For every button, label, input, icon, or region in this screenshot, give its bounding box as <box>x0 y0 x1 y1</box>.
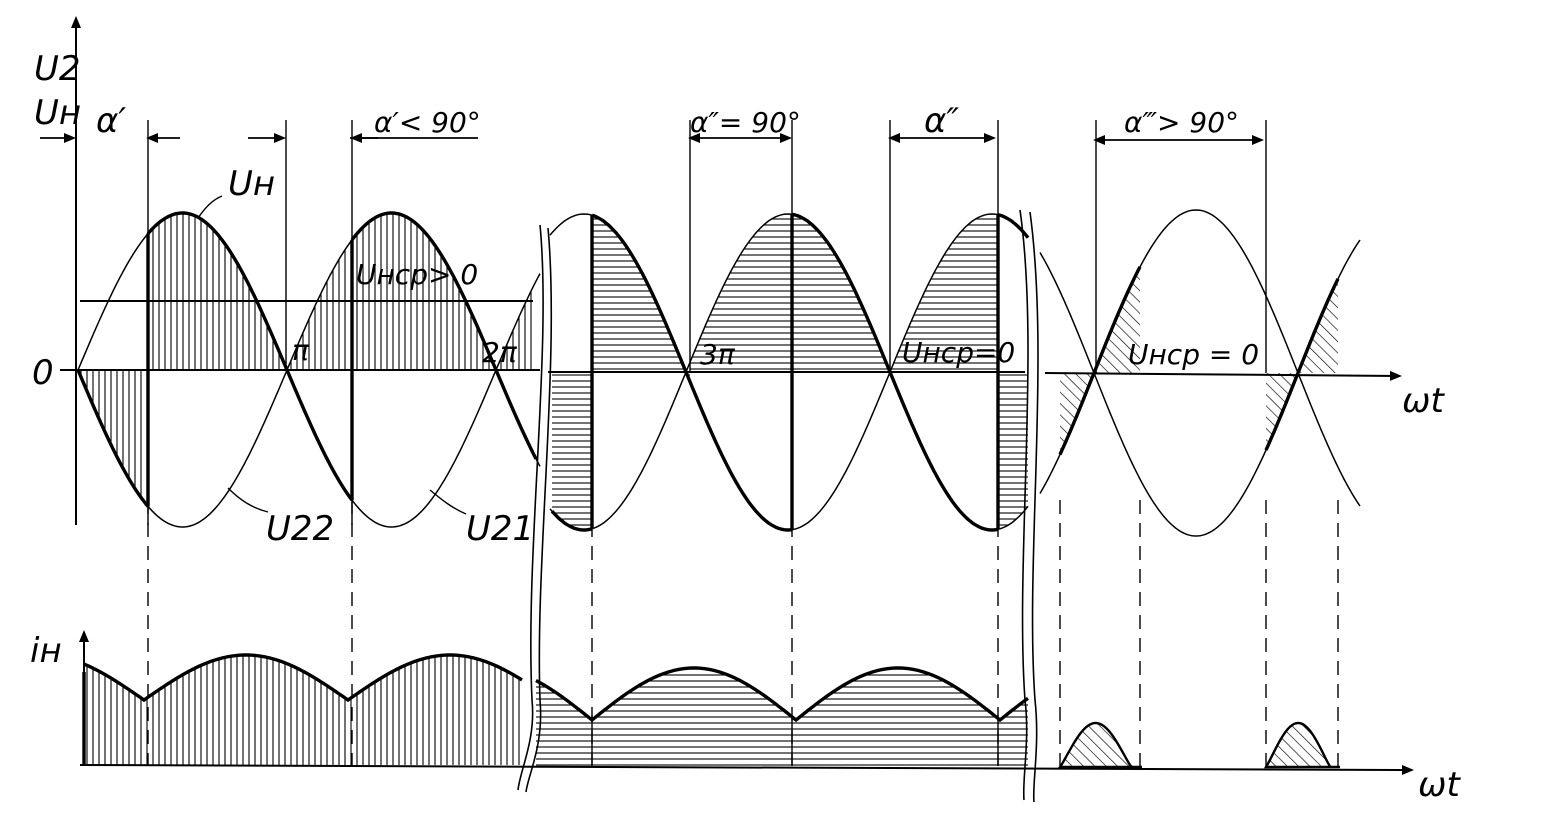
label-alpha3-cond: α‴> 90° <box>1124 106 1239 139</box>
bold-segment-4 <box>591 213 793 532</box>
label-u21: U21 <box>466 509 534 549</box>
break-line-1b <box>525 227 553 793</box>
fill-s1-3 <box>78 370 148 507</box>
leader-u21 <box>429 489 467 515</box>
label-omega-t-bottom: ωt <box>1418 765 1461 805</box>
label-3pi: 3π <box>700 338 736 371</box>
label-alpha2: α″ <box>924 101 959 141</box>
fill-s3-1 <box>1096 266 1140 373</box>
x-axis-current <box>79 764 1414 775</box>
break-line-2b <box>1029 211 1039 803</box>
current-fill-section1 <box>84 655 522 765</box>
labels: U2 Uн 0 π 2π 3π ωt Uн U22 U21 Uнср> 0 Uн… <box>30 49 1461 805</box>
label-alpha2-cond: α″= 90° <box>690 106 801 139</box>
label-omega-t-top: ωt <box>1402 381 1445 421</box>
label-u22: U22 <box>266 509 334 549</box>
guide-lines <box>75 110 1339 766</box>
bold-segment-5 <box>791 212 999 532</box>
label-pi: π <box>292 334 310 367</box>
current-fill-section2 <box>536 668 1028 766</box>
current-pulse-0 <box>1057 721 1142 769</box>
leader-u-n <box>197 195 223 219</box>
bold-segment-0 <box>76 369 150 508</box>
break-line-1a <box>517 224 544 791</box>
fill-s2-4 <box>552 372 592 530</box>
break-line-2a <box>1019 209 1029 801</box>
label-u-avg-zero-1: Uнср=0 <box>902 336 1015 369</box>
bold-segment-8 <box>1264 278 1340 451</box>
label-origin: 0 <box>32 353 54 393</box>
label-u2: U2 <box>34 49 81 89</box>
fill-s1-1 <box>286 239 352 373</box>
fill-s2-2 <box>792 214 890 372</box>
bold-segment-2 <box>350 211 538 460</box>
current-pulse-1 <box>1263 721 1340 769</box>
current-curve-section1 <box>83 653 523 703</box>
hatched-fills <box>78 213 1338 766</box>
angle-dimensions <box>40 133 1264 145</box>
fill-s2-5 <box>998 372 1028 530</box>
fill-s2-1 <box>690 214 792 372</box>
axes <box>60 16 1414 775</box>
current-curve-section2 <box>535 666 1029 723</box>
fill-s2-3 <box>890 214 998 372</box>
label-u-avg-positive: Uнср> 0 <box>356 258 478 291</box>
bold-segment-3 <box>550 510 593 532</box>
label-2pi: 2π <box>482 336 518 369</box>
break-lines <box>517 209 1039 803</box>
leader-u22 <box>227 487 269 513</box>
fill-s1-0 <box>148 213 286 370</box>
leader-lines <box>197 195 467 515</box>
label-u-avg-zero-2: Uнср = 0 <box>1128 338 1259 371</box>
fill-s2-0 <box>592 215 690 382</box>
bold-segment-7 <box>1058 266 1142 456</box>
label-un-curve: Uн <box>228 164 275 204</box>
bold-segment-1 <box>146 211 354 502</box>
fill-s1-2 <box>352 213 495 370</box>
x-axis-voltage-3 <box>1044 370 1402 381</box>
label-alpha1: α′ <box>96 101 126 141</box>
label-alpha1-cond: α′< 90° <box>374 106 481 139</box>
label-current: iн <box>30 631 62 671</box>
label-un-axis: Uн <box>34 93 81 133</box>
